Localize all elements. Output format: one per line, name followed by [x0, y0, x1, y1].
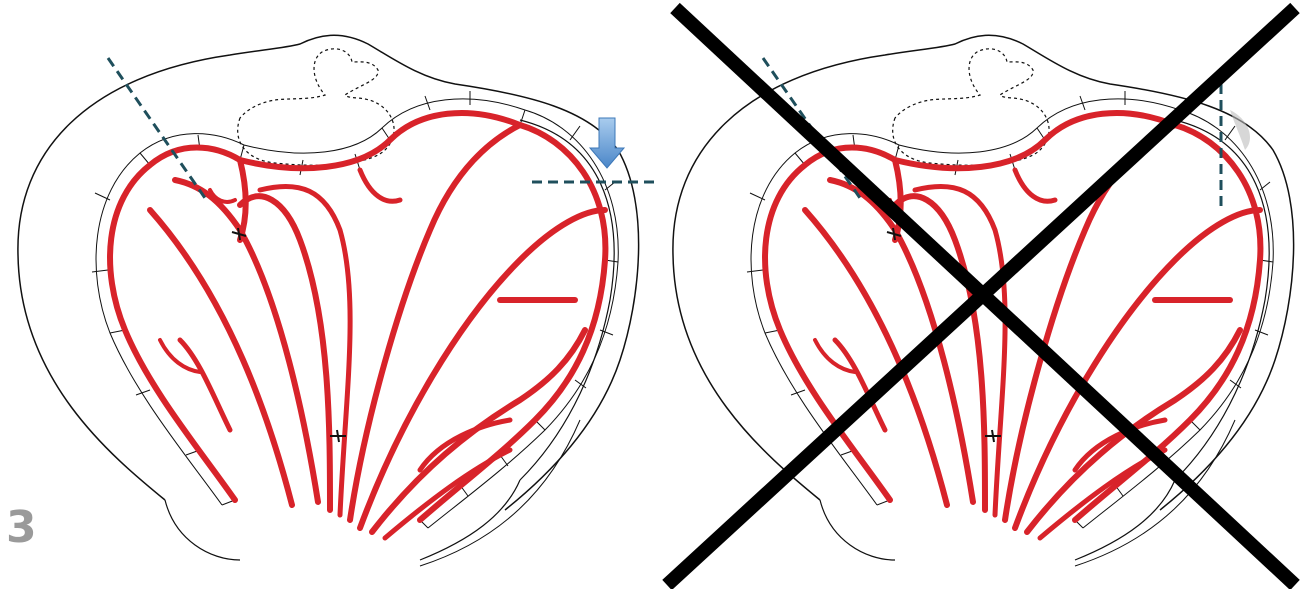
duck-icon — [238, 49, 394, 165]
right-panel — [655, 0, 1311, 589]
down-arrow-icon — [590, 118, 624, 168]
cross-out-icon — [667, 8, 1295, 585]
duck-icon — [893, 49, 1049, 165]
left-panel: 3 — [0, 0, 656, 589]
anatomy-diagram-left — [0, 0, 656, 589]
vessel-arcade — [18, 35, 639, 566]
figure-label: 3 — [6, 506, 37, 550]
anatomy-diagram-right — [655, 0, 1311, 589]
